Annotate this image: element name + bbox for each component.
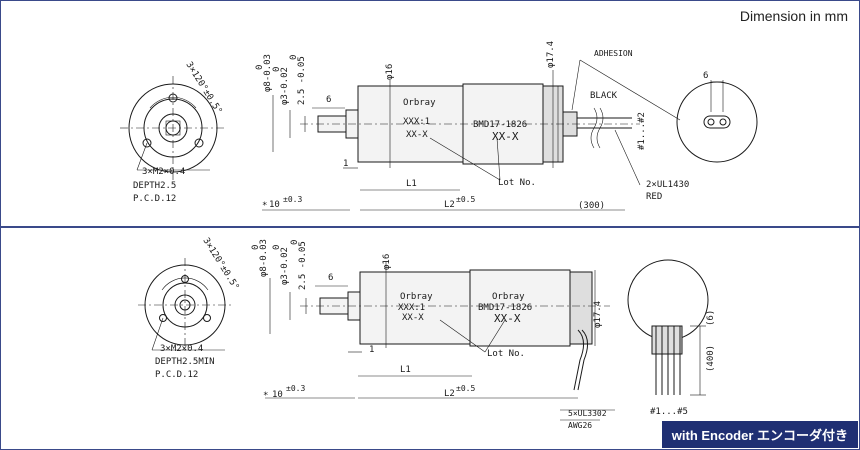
top-pin-note: #1...#2 <box>637 112 647 150</box>
bottom-pcd-note: P.C.D.12 <box>155 370 198 380</box>
top-lot-left: XX-X <box>406 130 428 140</box>
bottom-l2: L2 <box>444 389 455 399</box>
top-dia-shaft-top: 0 <box>255 65 265 70</box>
bottom-awg: AWG26 <box>568 421 592 430</box>
top-dia-shaft: φ8-0.03 <box>263 54 273 92</box>
top-cable-length: (300) <box>578 201 605 211</box>
bottom-dia-pilot: φ3-0.02 <box>280 247 290 285</box>
bottom-len-pilot-top: 0 <box>290 240 300 245</box>
bottom-star: * <box>263 391 268 401</box>
bottom-dim-6: 6 <box>328 273 333 283</box>
bottom-brand-left: Orbray <box>400 292 433 302</box>
bottom-depth-note: DEPTH2.5MIN <box>155 357 215 367</box>
top-depth-note: DEPTH2.5 <box>133 181 176 191</box>
bottom-cable-6: (6) <box>706 310 716 326</box>
top-l1: L1 <box>406 179 417 189</box>
top-model-left: XXX:1 <box>403 117 430 127</box>
bottom-model-right: BMD17-1826 <box>478 303 532 313</box>
bottom-front-view <box>138 258 232 352</box>
bottom-ten-tol: ±0.3 <box>286 384 305 393</box>
top-dia-16: φ16 <box>385 64 395 80</box>
top-front-view <box>120 76 226 180</box>
top-cable-spec: 2×UL1430 <box>646 180 689 190</box>
bottom-dia-shaft-top: 0 <box>251 245 261 250</box>
top-side-view <box>300 83 640 165</box>
bottom-dim-lines <box>265 262 615 421</box>
bottom-cable-spec: 5×UL3302 <box>568 409 607 418</box>
bottom-ten: 10 <box>272 390 283 400</box>
bottom-angle-note: 3×120°±0.5° <box>200 236 240 292</box>
bottom-dia-pilot-top: 0 <box>272 245 282 250</box>
top-cable-end-view <box>676 80 758 163</box>
bottom-dia-17: φ17.4 <box>593 301 603 328</box>
top-star: * <box>262 201 267 211</box>
top-len-pilot: 2.5 -0.05 <box>297 56 307 105</box>
top-dia-pilot: φ3-0.02 <box>280 67 290 105</box>
bottom-lot-left: XX-X <box>402 313 424 323</box>
top-dia-17: φ17.4 <box>546 41 556 68</box>
top-lot-label: Lot No. <box>498 178 536 188</box>
top-black: BLACK <box>590 91 618 101</box>
top-dia-pilot-top: 0 <box>272 67 282 72</box>
top-len-pilot-top: 0 <box>289 55 299 60</box>
top-ten: 10 <box>269 200 280 210</box>
top-lot-right: XX-X <box>492 130 519 143</box>
top-brand: Orbray <box>403 98 436 108</box>
top-dim-6: 6 <box>326 95 331 105</box>
encoder-badge: with Encoder エンコーダ付き <box>661 421 858 448</box>
unit-note: Dimension in mm <box>739 8 848 24</box>
top-red: RED <box>646 192 662 202</box>
bottom-brand-right: Orbray <box>492 292 525 302</box>
bottom-model-left: XXX:1 <box>398 303 425 313</box>
bottom-l1: L1 <box>400 365 411 375</box>
top-ten-tol: ±0.3 <box>283 195 302 204</box>
top-angle-note: 3×120°±0.5° <box>183 60 223 116</box>
top-dim-lines <box>262 59 681 211</box>
bottom-lot-label: Lot No. <box>487 349 525 359</box>
bottom-len-pilot: 2.5 -0.05 <box>298 241 308 290</box>
bottom-cable-length: (400) <box>706 345 716 372</box>
top-adhesion: ADHESION <box>594 49 633 58</box>
top-l2-tol: ±0.5 <box>456 195 475 204</box>
bottom-side-view <box>300 269 610 391</box>
section-divider <box>0 226 860 228</box>
top-pcd-note: P.C.D.12 <box>133 194 176 204</box>
top-l2: L2 <box>444 200 455 210</box>
top-end-dim-6: 6 <box>703 71 708 81</box>
bottom-encoder-end-view <box>627 259 709 396</box>
bottom-dia-shaft: φ8-0.03 <box>259 239 269 277</box>
bottom-dim-1: 1 <box>369 345 374 355</box>
bottom-lot-right: XX-X <box>494 312 521 325</box>
bottom-l2-tol: ±0.5 <box>456 384 475 393</box>
top-screw-note: 3×M2×0.4 <box>142 167 185 177</box>
bottom-pin-note: #1...#5 <box>650 407 688 417</box>
top-model-right: BMD17-1826 <box>473 120 527 130</box>
bottom-dia-16: φ16 <box>382 254 392 270</box>
top-dim-1: 1 <box>343 159 348 169</box>
bottom-screw-note: 3×M2×0.4 <box>160 344 203 354</box>
